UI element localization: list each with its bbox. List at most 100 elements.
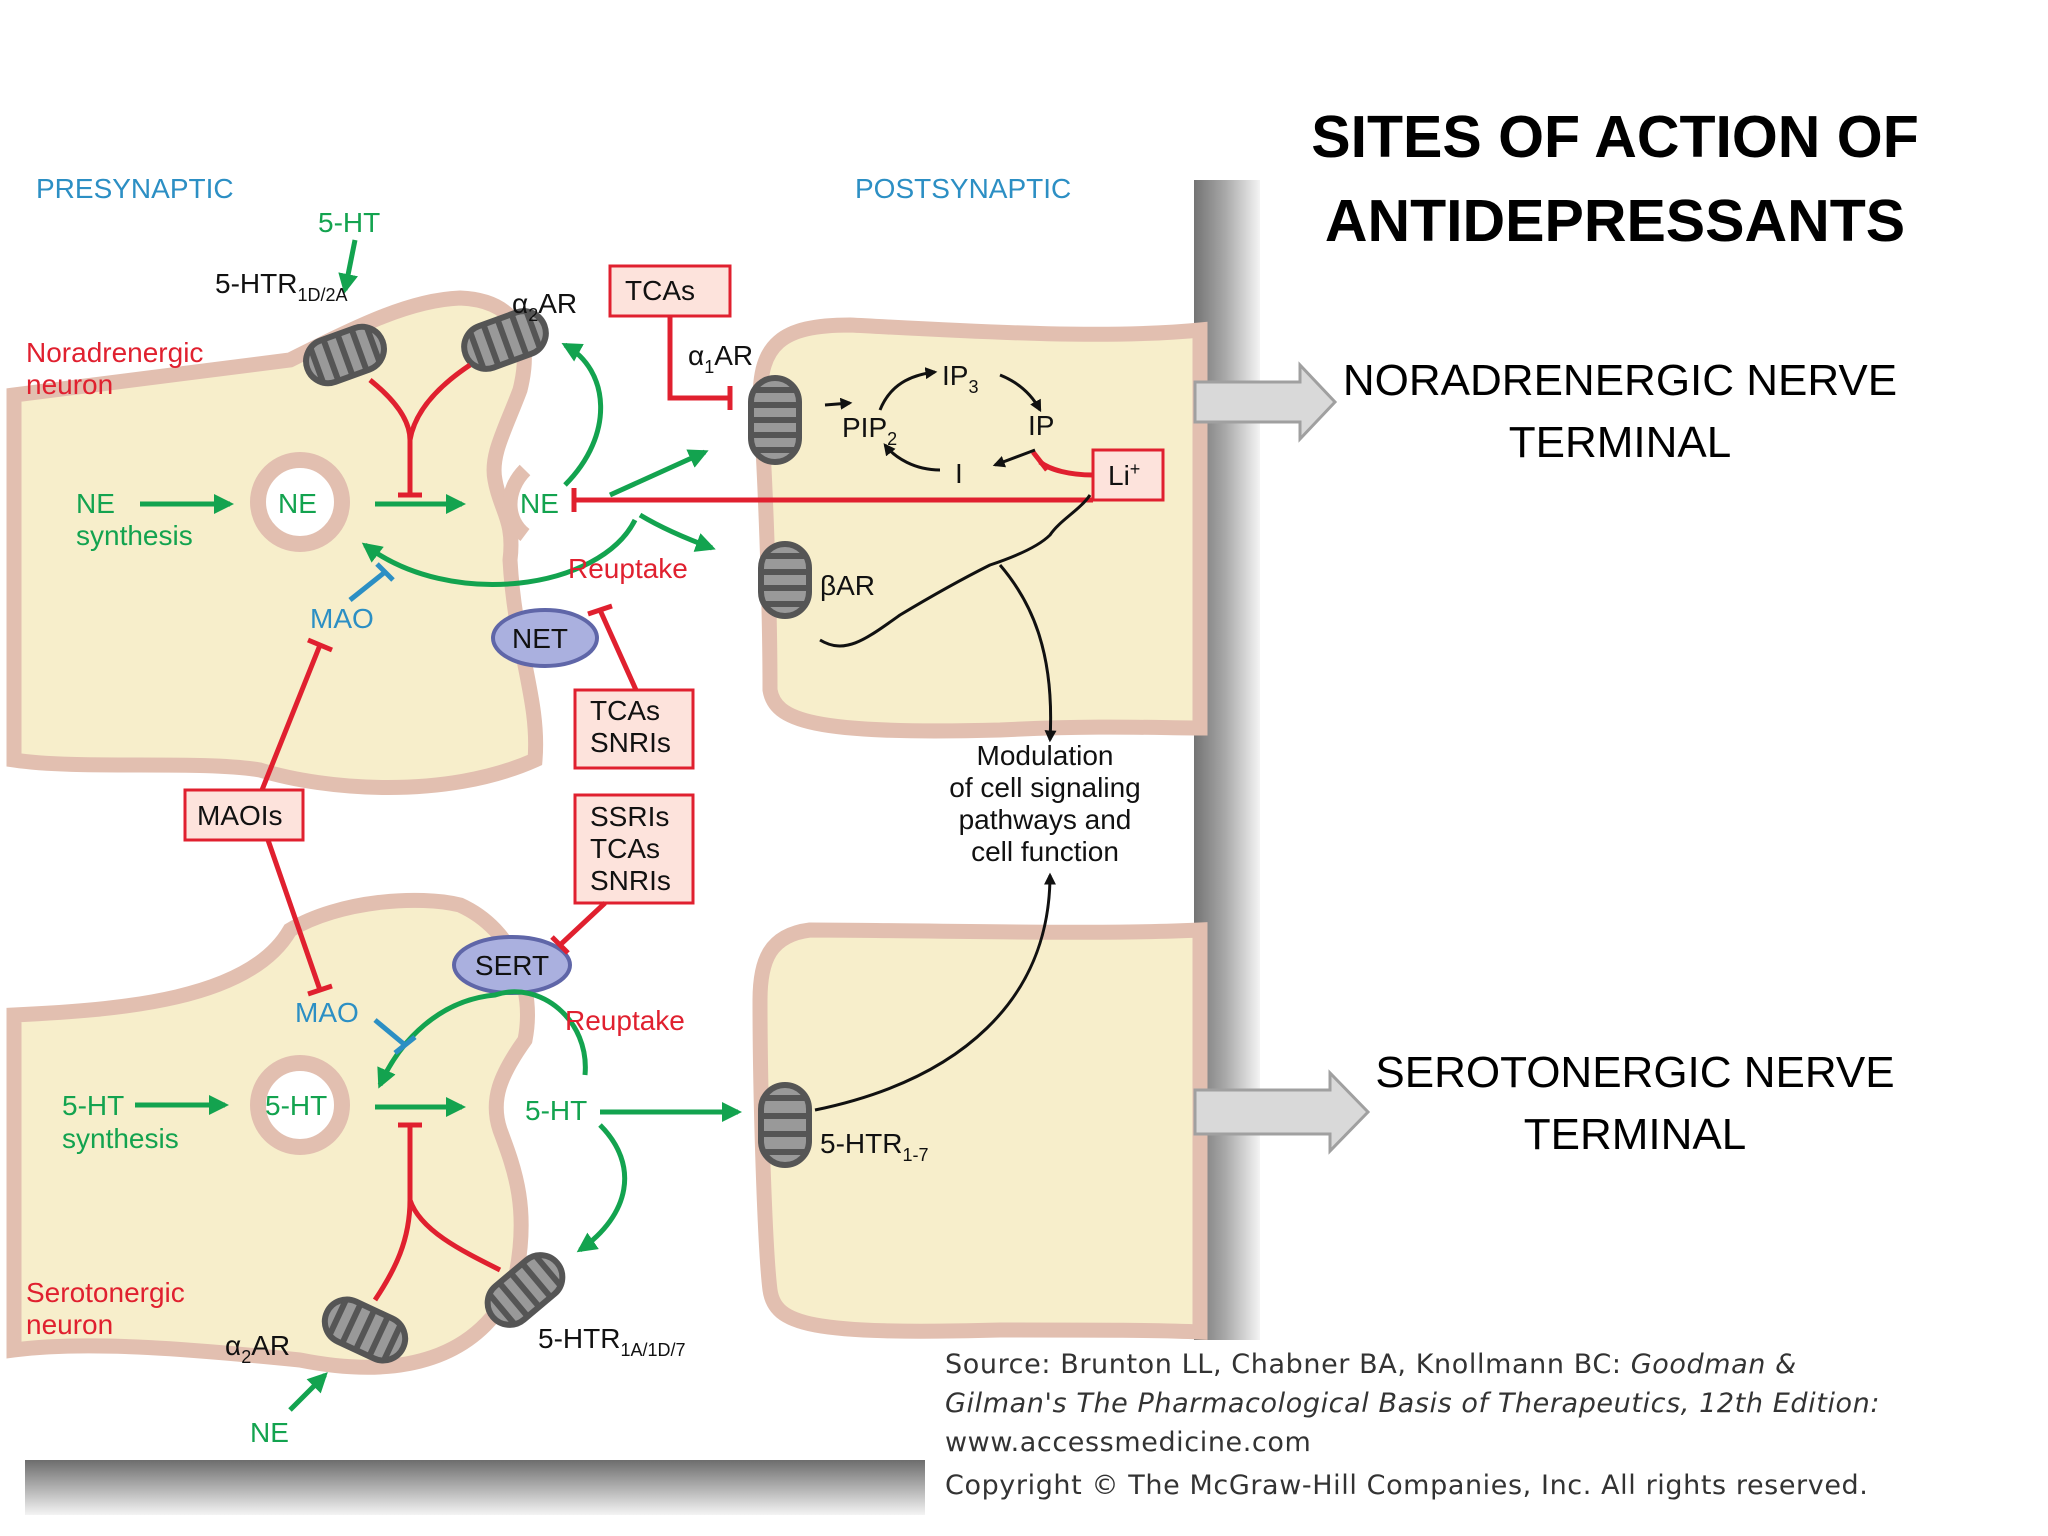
noradrenergic-terminal-line2: TERMINAL [1508, 418, 1732, 467]
i-label: I [955, 458, 963, 489]
inhibit-bottom-y-right [407, 1199, 502, 1273]
mao-bottom-to-vesicle [373, 1018, 407, 1047]
inhibit-bottom-y-left [372, 1199, 413, 1302]
5ht-synthesis-label-1: 5-HT [62, 1090, 124, 1121]
arrow-5ht-to-htr1a [576, 1123, 628, 1253]
inhibit-maois-mao-top [259, 644, 323, 791]
ne-synthesis-label-1: NE [76, 488, 115, 519]
inhibit-li-ip-bar [1031, 450, 1049, 472]
ip-label: IP [1028, 410, 1054, 441]
ssris-label-1: SSRIs [590, 801, 669, 832]
inhibit-maois-mao-bottom-bar [307, 983, 333, 997]
5ht-cleft-label: 5-HT [525, 1095, 587, 1126]
mao-top-label: MAO [310, 603, 374, 634]
a2ar-top-receptor-icon [461, 308, 549, 372]
arrow-a1ar-to-pip2 [824, 397, 853, 410]
maois-label: MAOIs [197, 800, 283, 831]
arrow-htr1-7-to-modulation [814, 872, 1056, 1112]
ssris-box [573, 793, 695, 905]
top-5ht-label: 5-HT [318, 207, 380, 238]
tcas-snris-label-2: SNRIs [590, 727, 671, 758]
reuptake-bottom-label: Reuptake [565, 1005, 685, 1036]
tcas-top-label: TCAs [625, 275, 695, 306]
serotonergic-terminal-line1: SEROTONERGIC NERVE [1375, 1048, 1895, 1097]
mao-bottom-label: MAO [295, 997, 359, 1028]
source-citation: Source: Brunton LL, Chabner BA, Knollman… [945, 1345, 2035, 1462]
presynaptic-label: PRESYNAPTIC [36, 173, 234, 204]
inhibit-ssris-sert-bar [550, 935, 570, 955]
arrow-i-to-pip2 [883, 443, 941, 472]
inhibit-tcas-net [597, 608, 639, 692]
mao-top-to-vesicle-bar [375, 562, 395, 582]
inhibit-ssris-sert [558, 901, 607, 947]
source-line3: www.accessmedicine.com [945, 1427, 1312, 1458]
a2ar-bottom-label: α2AR [225, 1330, 290, 1367]
ne-bottom-label: NE [250, 1417, 289, 1448]
noradrenergic-neuron-label-2: neuron [26, 369, 113, 400]
5-htr1-7-receptor-icon [758, 1082, 812, 1168]
a2ar-bottom-receptor-icon [321, 1296, 409, 1364]
reuptake-top-label: Reuptake [568, 553, 688, 584]
modulation-label-4: cell function [971, 836, 1119, 867]
arrow-ip3-to-ip [999, 373, 1042, 413]
mao-bottom-to-vesicle-bar [393, 1035, 417, 1055]
source-line1-italic: Goodman & [1630, 1349, 1797, 1380]
arrow-brace-to-modulation [998, 564, 1057, 743]
inhibit-top-y-right [407, 362, 472, 441]
source-line1-plain: Source: Brunton LL, Chabner BA, Knollman… [945, 1349, 1631, 1380]
arrow-noradrenergic-terminal [1193, 361, 1338, 443]
slide-title: SITES OF ACTION OF ANTIDEPRESSANTS [1255, 95, 1975, 263]
arrow-ne-reuptake [361, 518, 638, 588]
postsynaptic-cell-top [752, 317, 1208, 739]
serotonergic-neuron-label-1: Serotonergic [26, 1277, 185, 1308]
serotonergic-terminal-label: SEROTONERGIC NERVE TERMINAL [1345, 1042, 1925, 1166]
arrow-ne-to-a2ar [561, 342, 604, 487]
arrow-ne-to-a1ar [608, 449, 709, 498]
ip3-label: IP3 [942, 360, 978, 397]
a1ar-receptor-icon [748, 375, 802, 465]
htr-1d2a-label: 5-HTR1D/2A [215, 268, 347, 305]
tcas-top-box [608, 264, 732, 318]
mao-top-to-vesicle [348, 570, 387, 602]
5ht-vesicle [250, 1055, 350, 1155]
htr-1a1d7-label: 5-HTR1A/1D/7 [538, 1323, 686, 1360]
5ht-synthesis-label-2: synthesis [62, 1123, 179, 1154]
postsynaptic-label: POSTSYNAPTIC [855, 173, 1071, 204]
figure-shadow-bottom [25, 1460, 925, 1515]
pip2-label: PIP2 [842, 412, 897, 449]
inhibit-maois-mao-bottom [265, 839, 323, 991]
noradrenergic-terminal-line1: NORADRENERGIC NERVE [1342, 356, 1898, 405]
inhibit-tcas-a1ar [667, 316, 730, 401]
ne-vesicle-label: NE [278, 488, 317, 519]
arrow-ne-to-bar [638, 512, 716, 552]
arrow-ip-to-i [992, 448, 1036, 468]
a1ar-label: α1AR [688, 340, 753, 377]
bar-label: βAR [820, 570, 875, 601]
ssris-label-2: TCAs [590, 833, 660, 864]
arrow-pip2-to-ip3 [878, 367, 938, 411]
synapse-cleft-notch-top [502, 464, 531, 541]
slide-title-line2: ANTIDEPRESSANTS [1324, 188, 1906, 254]
modulation-label-2: of cell signaling [949, 772, 1140, 803]
ne-cleft-label: NE [520, 488, 559, 519]
copyright-line: Copyright © The McGraw-Hill Companies, I… [945, 1470, 1869, 1501]
li-box [1091, 448, 1165, 502]
source-line2: Gilman's The Pharmacological Basis of Th… [945, 1384, 2035, 1423]
inhibit-maois-mao-top-bar [307, 637, 333, 653]
arrow-ne-to-a2ar-bottom [288, 1372, 328, 1412]
ne-vesicle [250, 452, 350, 552]
sert-label: SERT [475, 950, 549, 981]
source-line2-italic: Gilman's The Pharmacological Basis of Th… [945, 1388, 1881, 1419]
tcas-snris-box [573, 688, 695, 770]
ssris-label-3: SNRIs [590, 865, 671, 896]
postsynaptic-cell-bottom [752, 922, 1208, 1340]
modulation-label-1: Modulation [977, 740, 1114, 771]
tcas-snris-label-1: TCAs [590, 695, 660, 726]
serotonergic-neuron-label-2: neuron [26, 1309, 113, 1340]
5ht-vesicle-label: 5-HT [265, 1090, 327, 1121]
net-label: NET [512, 623, 568, 654]
5-htr1a1d7-receptor-icon [484, 1252, 566, 1328]
net-transporter [491, 608, 599, 668]
